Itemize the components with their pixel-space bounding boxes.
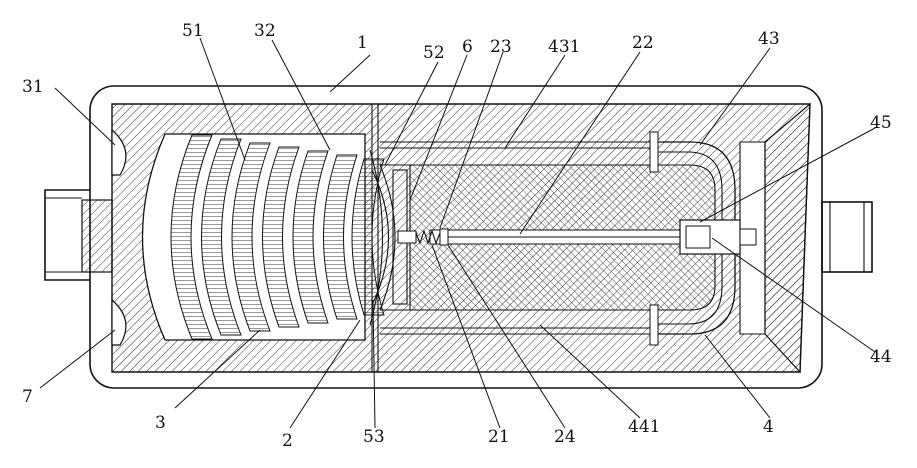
label-51: 51 (182, 21, 204, 41)
label-43: 43 (758, 29, 780, 49)
label-431: 431 (548, 37, 580, 57)
label-441: 441 (628, 417, 660, 437)
label-23: 23 (490, 37, 512, 57)
label-6: 6 (462, 37, 473, 57)
right-wedge (765, 104, 810, 372)
label-1: 1 (357, 33, 368, 53)
label-22: 22 (632, 33, 654, 53)
label-4: 4 (763, 417, 774, 437)
label-2: 2 (282, 431, 293, 451)
label-45: 45 (870, 113, 892, 133)
label-21: 21 (488, 427, 510, 447)
label-52: 52 (423, 43, 445, 63)
label-24: 24 (554, 427, 576, 447)
label-44: 44 (870, 347, 892, 367)
label-31: 31 (22, 77, 44, 97)
label-3: 3 (155, 413, 166, 433)
label-7: 7 (22, 387, 33, 407)
label-32: 32 (254, 21, 276, 41)
label-53: 53 (363, 427, 385, 447)
